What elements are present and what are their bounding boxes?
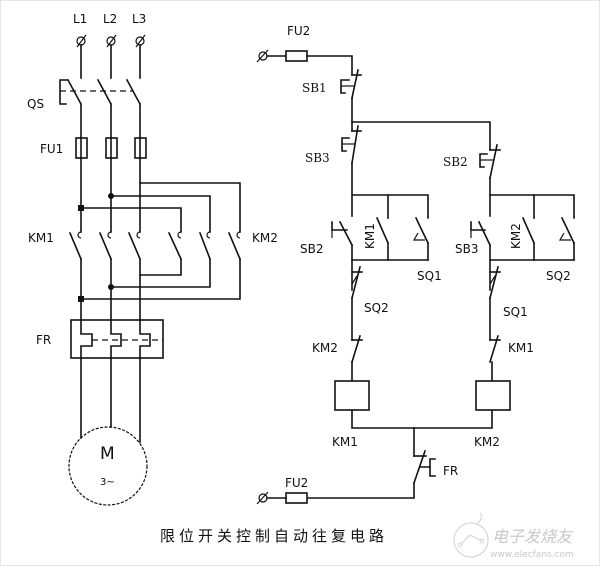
- fuse-fu2-top: [285, 50, 308, 62]
- wire: [80, 207, 182, 233]
- wire: [489, 194, 575, 219]
- thermal-contact-fr: [412, 449, 436, 485]
- label-sb1: SB1: [302, 81, 327, 95]
- fuse-fu2-bottom: [285, 492, 308, 504]
- hold-contact-km1: [375, 216, 390, 245]
- interlock-contact-km1: [489, 335, 501, 363]
- motor-label: M: [100, 444, 115, 464]
- diagram-title: 限位开关控制自动往复电路: [160, 527, 388, 545]
- label-sb2-right: SB2: [443, 155, 468, 169]
- label-sb2-left: SB2: [300, 242, 323, 256]
- wire: [351, 194, 429, 219]
- control-circuit: FU2 SB1 SB3: [256, 24, 576, 505]
- label-km2-main: KM2: [252, 231, 278, 245]
- wire: [306, 55, 353, 76]
- label-fu2-top: FU2: [287, 24, 310, 38]
- start-button-sb3-right: [470, 220, 492, 247]
- label-sb3-right: SB3: [455, 242, 478, 256]
- thermal-relay-fr: [70, 319, 164, 359]
- junction: [108, 193, 114, 199]
- contactor-km1-main: [68, 231, 142, 261]
- label-sq2-left-nc: SQ2: [364, 301, 389, 315]
- label-km1-interlock: KM1: [508, 341, 534, 355]
- wire: [139, 182, 241, 233]
- limit-switch-sq2-no: [558, 216, 576, 261]
- phase-label-l2: L2: [103, 12, 117, 26]
- watermark-url: www.elecfans.com: [490, 550, 574, 560]
- label-fu2-bottom: FU2: [285, 476, 308, 490]
- label-km1-hold: KM1: [363, 223, 377, 249]
- wire: [306, 482, 415, 499]
- terminal-bottom: [256, 491, 269, 505]
- contactor-km2-main: [167, 231, 242, 261]
- label-km2-hold: KM2: [509, 223, 523, 249]
- hold-contact-km2: [521, 216, 536, 245]
- label-sq1-left-no: SQ1: [417, 269, 442, 283]
- motor-type-label: 3~: [100, 477, 115, 488]
- junction: [78, 205, 84, 211]
- limit-switch-sq1-nc: [489, 266, 501, 299]
- watermark-brand: 电子发烧友: [492, 527, 574, 546]
- limit-switch-sq1-no: [412, 216, 430, 261]
- phase-label-l3: L3: [132, 12, 146, 26]
- coil-km2: [475, 380, 511, 411]
- button-sb2-right-nc: [479, 144, 501, 179]
- label-sq1-right-nc: SQ1: [503, 305, 528, 319]
- label-qs: QS: [27, 97, 44, 111]
- label-sb3-left: SB3: [305, 151, 330, 165]
- phase-label-l1: L1: [73, 12, 87, 26]
- watermark: 电子发烧友 www.elecfans.com: [453, 512, 574, 560]
- label-km2-interlock: KM2: [312, 341, 338, 355]
- label-coil-km2: KM2: [474, 435, 500, 449]
- power-circuit: L1 L2 L3 QS: [27, 12, 278, 506]
- label-fr-main: FR: [36, 333, 51, 347]
- wire: [110, 195, 211, 233]
- start-button-sb2-left: [331, 220, 354, 247]
- label-coil-km1: KM1: [332, 435, 358, 449]
- wire: [351, 121, 491, 151]
- limit-switch-sq2-nc: [351, 266, 363, 299]
- wire: [110, 258, 211, 288]
- wire: [351, 409, 493, 429]
- label-sq2-right-no: SQ2: [546, 269, 571, 283]
- junction: [108, 284, 114, 290]
- coil-km1: [334, 380, 370, 411]
- fuse-fu1: [75, 137, 147, 159]
- wire: [80, 258, 241, 300]
- label-km1-main: KM1: [28, 231, 54, 245]
- junction: [78, 296, 84, 302]
- label-fu1: FU1: [40, 142, 63, 156]
- motor: M 3~: [68, 426, 148, 506]
- label-fr-control: FR: [443, 464, 458, 478]
- watermark-logo-icon: [453, 512, 489, 558]
- interlock-contact-km2: [351, 335, 363, 363]
- main-switch-qs: [59, 78, 142, 106]
- wire: [139, 258, 182, 276]
- stop-button-sb1: [340, 69, 362, 99]
- button-sb3-left-nc: [341, 125, 362, 164]
